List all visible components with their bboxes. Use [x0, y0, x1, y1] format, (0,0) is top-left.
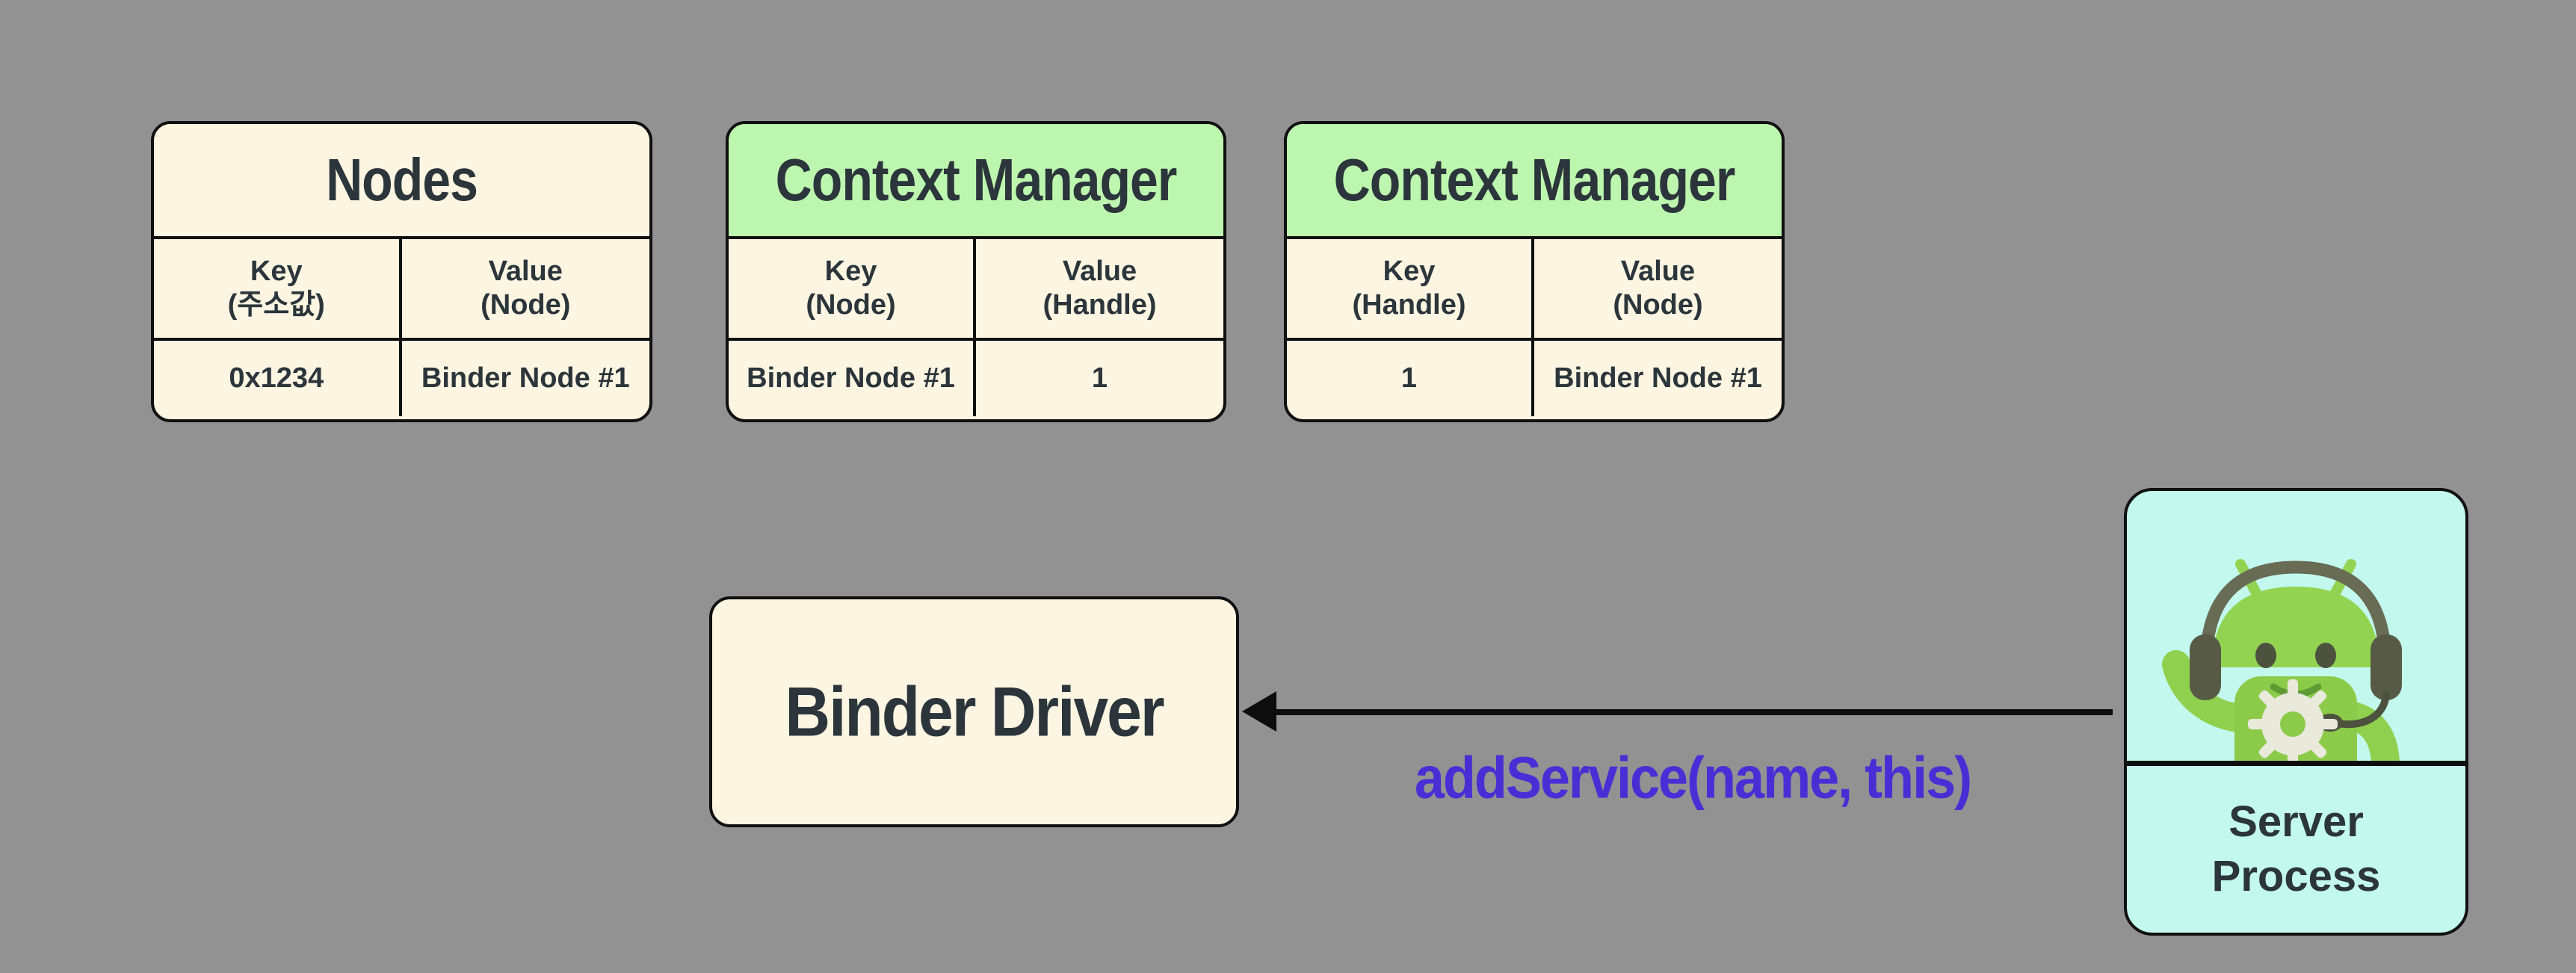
- server-process-box: Server Process: [2124, 488, 2468, 936]
- binder-driver-box: Binder Driver: [709, 596, 1239, 827]
- nodes-table-title: Nodes: [326, 146, 478, 214]
- android-mascot-headset-icon: [2127, 491, 2465, 761]
- context-manager-2-title: Context Manager: [1333, 146, 1736, 214]
- context-manager-1-title: Context Manager: [775, 146, 1178, 214]
- cm2-col-value: Value (Node): [1613, 256, 1703, 321]
- cm1-col-key: Key (Node): [729, 239, 976, 338]
- cm1-cell-key: Binder Node #1: [729, 338, 976, 416]
- context-manager-1-body: Key (Node) Value (Handle) Binder Node #1…: [729, 239, 1223, 416]
- nodes-table-body: Key (주소값) Value (Node) 0x1234 Binder Nod…: [154, 239, 649, 416]
- server-process-label-line1: Server: [2228, 797, 2364, 846]
- addservice-arrow-head-icon: [1242, 691, 1276, 732]
- binder-driver-label: Binder Driver: [785, 672, 1164, 751]
- cm2-col-key: Key (Handle): [1287, 239, 1534, 338]
- context-manager-2-header: Context Manager: [1287, 124, 1782, 239]
- android-mascot-svg: [2162, 559, 2402, 761]
- nodes-col-key: Key (주소값): [154, 239, 402, 338]
- context-manager-table-2: Context Manager Key (Handle) Value (Node…: [1284, 121, 1785, 422]
- server-process-label: Server Process: [2127, 766, 2465, 933]
- addservice-arrow-line: [1270, 709, 2113, 715]
- cm2-cell-value: Binder Node #1: [1534, 338, 1782, 416]
- context-manager-table-1: Context Manager Key (Node) Value (Handle…: [726, 121, 1226, 422]
- context-manager-2-body: Key (Handle) Value (Node) 1 Binder Node …: [1287, 239, 1782, 416]
- nodes-cell-value: Binder Node #1: [401, 338, 649, 416]
- nodes-table: Nodes Key (주소값) Value (Node) 0x1234 Bind…: [151, 121, 652, 422]
- nodes-col-value: Value (Node): [481, 256, 571, 321]
- server-process-label-line2: Process: [2211, 851, 2381, 901]
- server-box-divider: [2127, 761, 2465, 766]
- cm2-cell-key: 1: [1287, 338, 1534, 416]
- nodes-table-header: Nodes: [154, 124, 649, 239]
- nodes-cell-key: 0x1234: [154, 338, 402, 416]
- cm1-cell-value: 1: [976, 338, 1223, 416]
- context-manager-1-header: Context Manager: [729, 124, 1223, 239]
- addservice-call-label: addService(name, this): [1414, 745, 1972, 811]
- cm1-col-value: Value (Handle): [1043, 256, 1157, 321]
